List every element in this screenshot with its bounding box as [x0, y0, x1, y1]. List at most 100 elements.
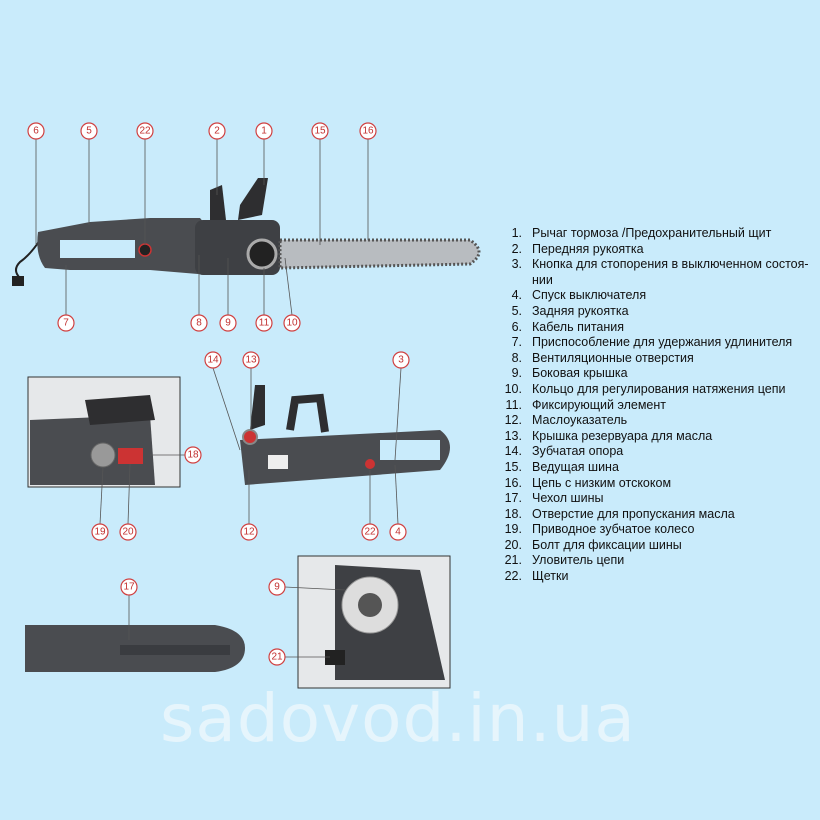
legend-text: Цепь с низким отскоком: [532, 475, 672, 490]
callout-3: 3: [392, 351, 410, 369]
legend-text: Приспособление для удержания удлинителя: [532, 335, 793, 350]
legend-text: Ведущая шина: [532, 459, 619, 474]
callout-9b: 9: [268, 578, 286, 596]
legend-item: 18. Отверстие для пропускания масла: [500, 507, 820, 523]
legend-item: 20. Болт для фиксации шины: [500, 538, 820, 554]
legend-number: 13.: [504, 428, 522, 443]
callout-1: 1: [255, 122, 273, 140]
legend-text: Уловитель цепи: [532, 553, 625, 568]
callout-10: 10: [283, 314, 301, 332]
legend-item: 12. Маслоуказатель: [500, 413, 820, 429]
legend-number: 22.: [504, 569, 522, 584]
legend-text: Маслоуказатель: [532, 413, 628, 428]
watermark: sadovod.in.ua: [160, 680, 636, 757]
side-cover-image: [297, 555, 451, 689]
legend-text: Крышка резервуара для масла: [532, 428, 713, 443]
callout-21: 21: [268, 648, 286, 666]
legend-text: Приводное зубчатое колесо: [532, 522, 695, 537]
svg-text:18: 18: [187, 450, 199, 461]
legend-item: 10.Кольцо для регулирования натяжения це…: [500, 382, 820, 398]
legend-text: Щетки: [532, 569, 569, 584]
legend-item: 4. Спуск выключателя: [500, 288, 820, 304]
legend-text: Чехол шины: [532, 491, 604, 506]
callout-7: 7: [57, 314, 75, 332]
legend-item: 5.Задняя рукоятка: [500, 304, 820, 320]
svg-text:9: 9: [274, 582, 280, 593]
legend-item: 14. Зубчатая опора: [500, 444, 820, 460]
callout-19: 19: [91, 523, 109, 541]
callout-5: 5: [80, 122, 98, 140]
callout-16: 16: [359, 122, 377, 140]
legend-number: 17.: [504, 491, 522, 506]
callout-15: 15: [311, 122, 329, 140]
parts-legend: 1. Рычаг тормоза /Предохранительный щит 2.…: [500, 226, 820, 585]
svg-text:13: 13: [245, 355, 257, 366]
svg-text:11: 11: [259, 318, 270, 329]
legend-item: 15.Ведущая шина: [500, 460, 820, 476]
legend-number: 14.: [504, 444, 522, 459]
legend-item: 13. Крышка резервуара для масла: [500, 429, 820, 445]
legend-text: Болт для фиксации шины: [532, 537, 682, 552]
legend-number: 4.: [511, 288, 522, 303]
callout-12: 12: [240, 523, 258, 541]
legend-number: 2.: [511, 241, 522, 256]
callout-4: 4: [389, 523, 407, 541]
svg-text:5: 5: [86, 126, 92, 137]
chainsaw-main-image: [12, 178, 481, 286]
callout-18: 18: [184, 446, 202, 464]
legend-number: 7.: [511, 335, 522, 350]
legend-text: Кольцо для регулирования натяжения цепи: [532, 381, 786, 396]
legend-number: 19.: [504, 522, 522, 537]
svg-text:20: 20: [122, 527, 134, 538]
svg-text:2: 2: [214, 126, 220, 137]
callout-8: 8: [190, 314, 208, 332]
legend-number: 21.: [504, 553, 522, 568]
legend-item: 16. Цепь с низким отскоком: [500, 476, 820, 492]
svg-text:17: 17: [123, 582, 135, 593]
legend-number: 16.: [504, 475, 522, 490]
callout-6: 6: [27, 122, 45, 140]
legend-item: 19. Приводное зубчатое колесо: [500, 522, 820, 538]
legend-number: 5.: [511, 303, 522, 318]
legend-text: Отверстие для пропускания масла: [532, 506, 735, 521]
legend-number: 6.: [511, 319, 522, 334]
legend-item: 11. Фиксирующий элемент: [500, 398, 820, 414]
legend-number: 18.: [504, 506, 522, 521]
legend-item: 1. Рычаг тормоза /Предохранительный щит: [500, 226, 820, 242]
callout-20: 20: [119, 523, 137, 541]
legend-item: 7. Приспособление для удержания удлинител…: [500, 335, 820, 351]
svg-text:22: 22: [364, 527, 376, 538]
callout-9: 9: [219, 314, 237, 332]
callout-13: 13: [242, 351, 260, 369]
legend-item: 9.Боковая крышка: [500, 366, 820, 382]
legend-text: Фиксирующий элемент: [532, 397, 667, 412]
legend-item: 8.Вентиляционные отверстия: [500, 351, 820, 367]
callout-22b: 22: [361, 523, 379, 541]
callout-2: 2: [208, 122, 226, 140]
legend-number: 8.: [511, 350, 522, 365]
legend-item: 22. Щетки: [500, 569, 820, 585]
svg-text:8: 8: [196, 318, 202, 329]
legend-text: Спуск выключателя: [532, 288, 647, 303]
svg-text:12: 12: [243, 527, 255, 538]
legend-text: Кабель питания: [532, 319, 625, 334]
leader-lines: [35, 139, 402, 658]
svg-text:19: 19: [94, 527, 106, 538]
legend-number: 20.: [504, 537, 522, 552]
callout-11: 11: [255, 314, 273, 332]
legend-number: 12.: [504, 413, 522, 428]
legend-text: Рычаг тормоза /Предохранительный щит: [532, 226, 772, 240]
legend-text: Передняя рукоятка: [532, 241, 644, 256]
svg-text:1: 1: [261, 126, 267, 137]
legend-item: 6. Кабель питания: [500, 320, 820, 336]
legend-number: 11.: [505, 397, 522, 412]
chainsaw-side-view-image: [240, 385, 450, 485]
legend-text: Боковая крышка: [532, 366, 628, 381]
legend-number: 1.: [511, 226, 522, 240]
legend-item: 21. Уловитель цепи: [500, 553, 820, 569]
legend-item: 3.Кнопка для стопорения в выключенном со…: [500, 257, 820, 288]
legend-item: 17. Чехол шины: [500, 491, 820, 507]
svg-text:9: 9: [225, 318, 231, 329]
legend-text: Зубчатая опора: [532, 444, 624, 459]
